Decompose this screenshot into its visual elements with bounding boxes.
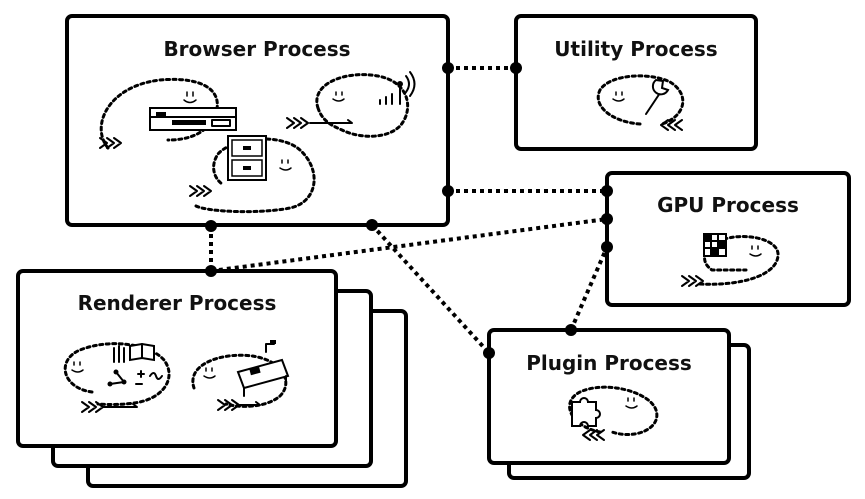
junction-gpu-in-3 [601,241,613,253]
desk-icon [236,340,290,397]
grid-chip-icon [703,233,727,257]
utility-process-box: Utility Process [514,14,758,151]
renderer-thread-loop-1 [63,342,171,413]
plugin-process-label: Plugin Process [526,351,692,375]
junction-utility-in [510,62,522,74]
junction-gpu-in-2 [601,213,613,225]
gpu-process-label: GPU Process [657,193,799,217]
junction-dots [205,62,613,359]
link-plugin-gpu [569,246,609,331]
utility-thread-loop [596,74,685,131]
junction-browser-gpu [442,185,454,197]
link-browser-plugin [370,223,491,355]
browser-thread-loop-3 [189,137,316,214]
plugin-process-box: Plugin Process [487,328,751,480]
puzzle-piece-icon [571,397,601,427]
wrench-icon [645,78,670,115]
gpu-process-box: GPU Process [605,171,851,307]
browser-thread-loop-1 [99,77,219,150]
utility-process-label: Utility Process [554,37,717,61]
junction-browser-utility [442,62,454,74]
file-cabinet-icon [227,135,267,181]
browser-process-label: Browser Process [163,37,350,61]
junction-renderer-in [205,265,217,277]
junction-gpu-in-1 [601,185,613,197]
junction-plugin-in [483,347,495,359]
browser-process-frame [65,14,450,227]
antenna-icon [379,71,416,105]
connections [209,66,609,355]
network-card-icon [149,107,237,131]
book-graph-icon [107,342,163,387]
renderer-process-label: Renderer Process [78,291,277,315]
browser-process-box: Browser Process [65,14,450,227]
utility-process-frame [514,14,758,151]
link-renderer-gpu [210,217,608,273]
plugin-process-frame [487,328,731,465]
junction-plugin-gpu [565,324,577,336]
renderer-process-box: Renderer Process [16,269,408,488]
junction-browser-plugin [366,219,378,231]
junction-browser-renderer [205,220,217,232]
browser-thread-loop-2 [286,73,410,138]
